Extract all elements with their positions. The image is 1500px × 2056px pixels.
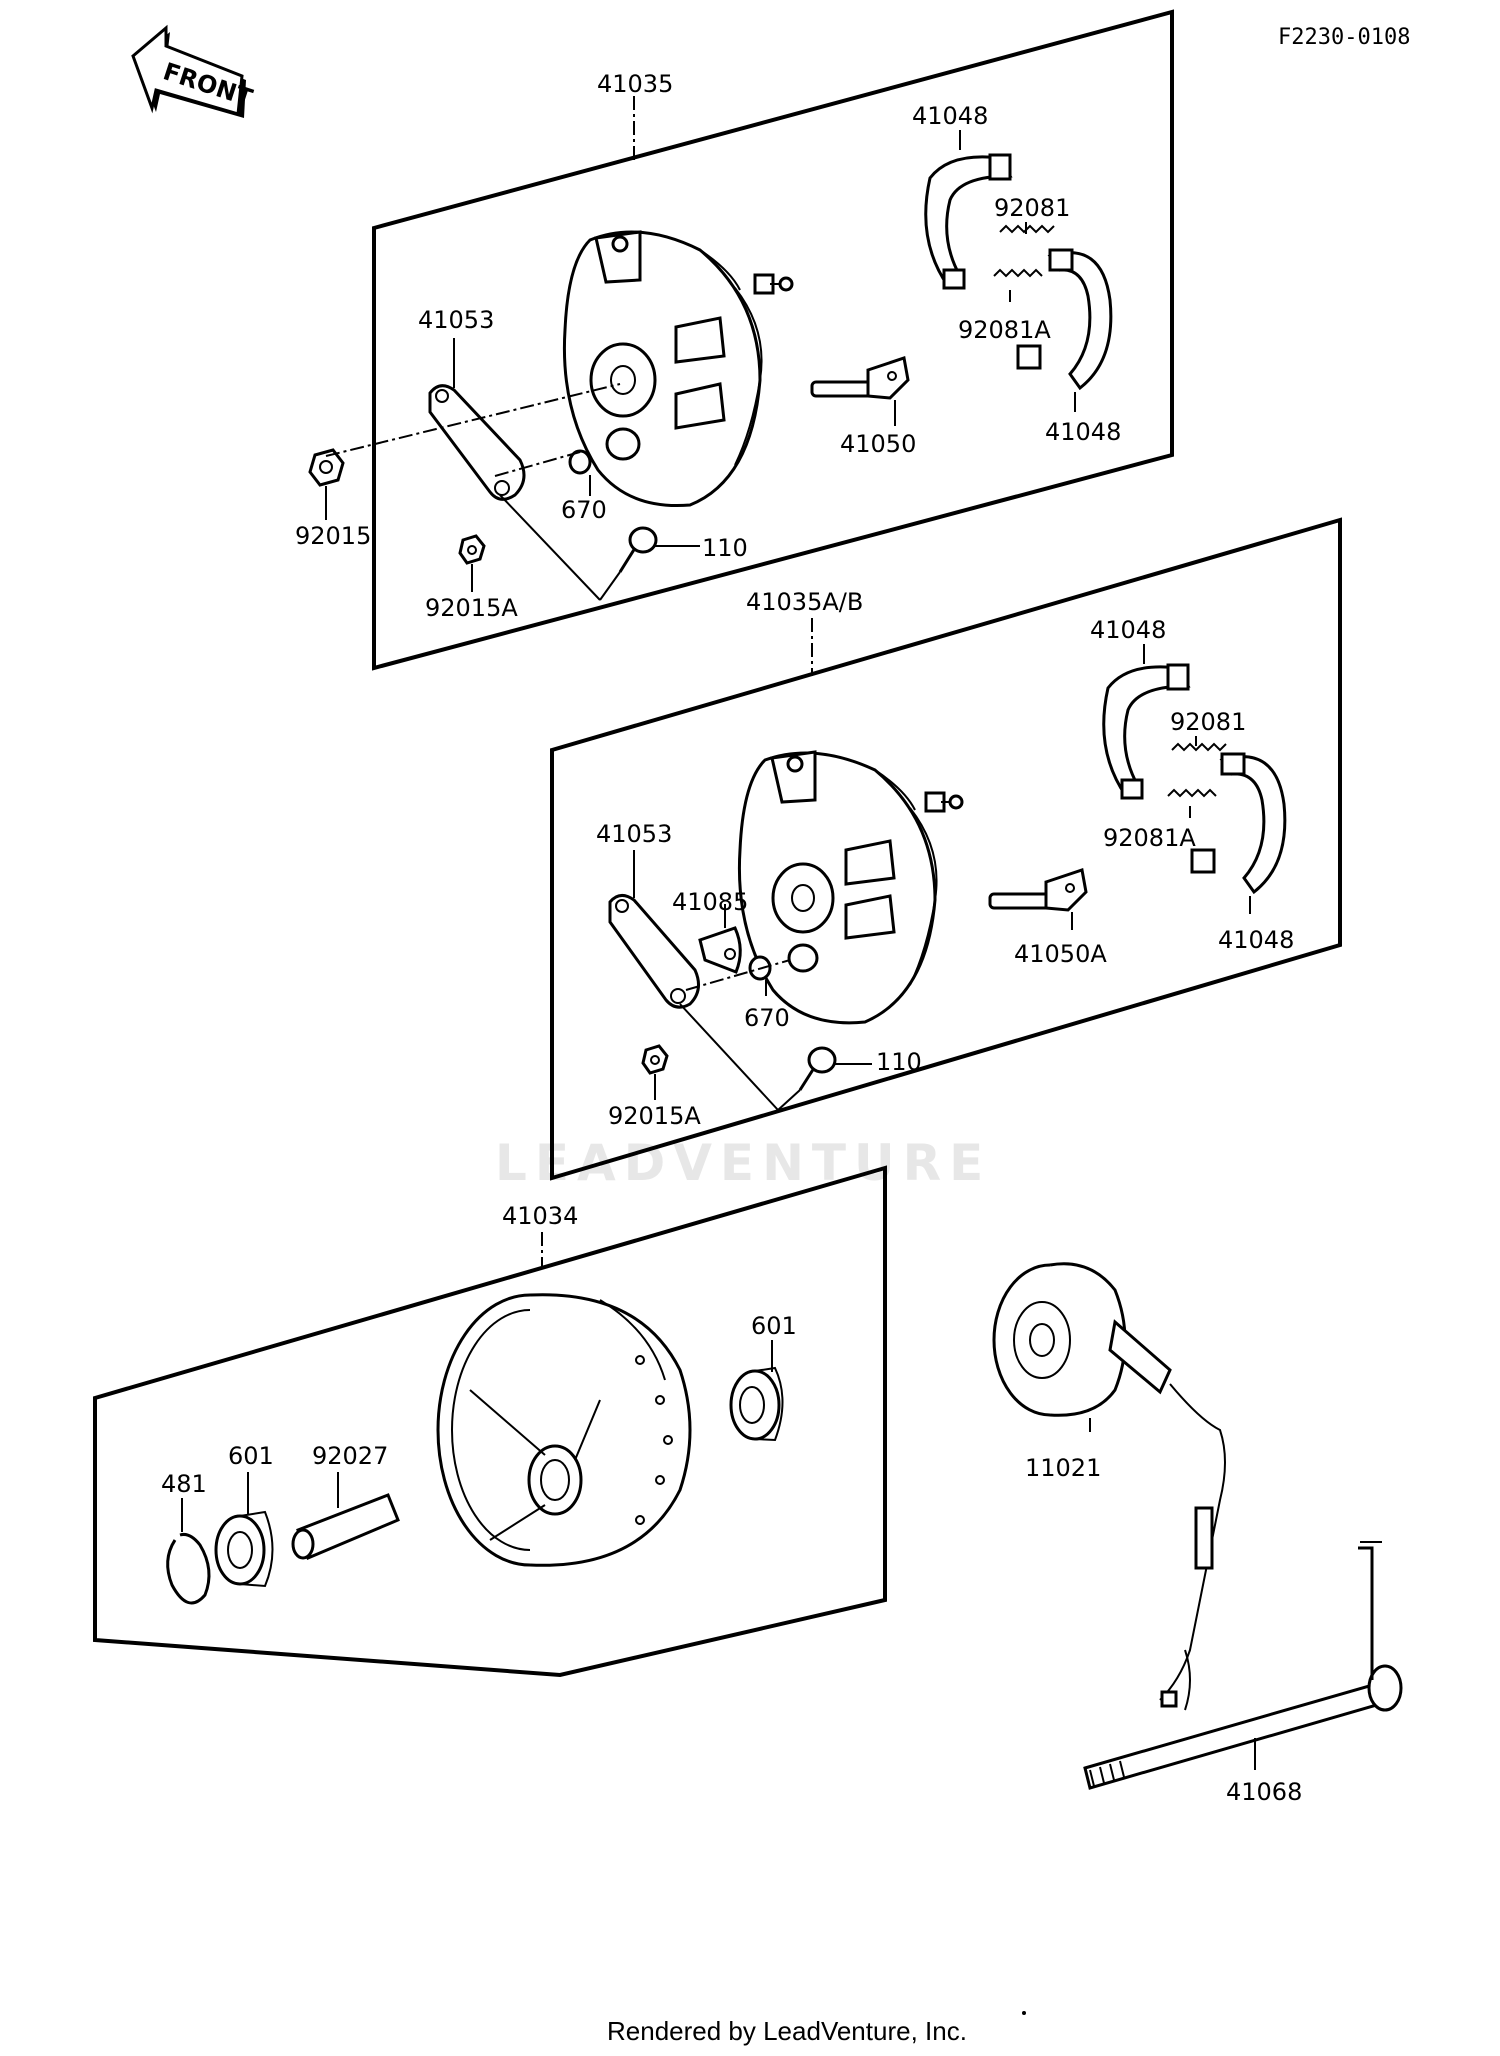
brake-cam-41050A-icon [988,868,1088,912]
label-92015A: 92015A [608,1102,701,1130]
label-92081: 92081 [1170,708,1246,736]
label-601-left: 601 [228,1442,274,1470]
wheel-hub-icon [436,1293,692,1567]
brake-panel-icon [562,230,794,508]
brake-shoe-bottom-icon [1016,248,1113,391]
axle-41068-icon [1083,1541,1403,1790]
hub-group-41034: 41034 [93,1165,887,1678]
label-110: 110 [876,1048,922,1076]
label-92081A: 92081A [958,316,1051,344]
seal-670-icon [568,449,592,475]
label-41050: 41050 [840,430,916,458]
brake-shoe-bottom-icon [1190,752,1287,895]
spring-92081A-icon [1167,788,1217,798]
brake-panel-icon [737,750,964,1025]
indicator-41085-icon [698,926,742,974]
brake-panel-group-41035: 41035 [295,9,1174,671]
label-670: 670 [744,1004,790,1032]
label-41068: 41068 [1226,1778,1302,1806]
brake-panel-group-41035AB: 41035A/B [550,517,1342,1181]
diagram-code: F2230-0108 [1278,25,1410,50]
spring-92081A-icon [993,268,1043,278]
brake-cam-41050-icon [810,356,910,400]
watermark: LEADVENTURE [495,1134,991,1192]
spacer-92027-icon [291,1493,400,1560]
label-92081: 92081 [994,194,1070,222]
brake-lever-icon [428,384,526,501]
label-41050A: 41050A [1014,940,1107,968]
label-670: 670 [561,496,607,524]
label-92015A: 92015A [425,594,518,622]
bearing-601-right-icon [729,1366,784,1442]
bolt-110-icon [618,526,658,573]
label-601-right: 601 [751,1312,797,1340]
label-41048-bottom: 41048 [1045,418,1121,446]
label-41035AB: 41035A/B [746,588,863,616]
label-41053: 41053 [596,820,672,848]
speedometer-gear-11021-icon [992,1262,1226,1711]
footer-credit: Rendered by LeadVenture, Inc. [607,2016,967,2046]
nut-92015-icon [308,448,345,487]
brake-shoe-top-icon [924,153,1013,290]
label-41034: 41034 [502,1202,578,1230]
label-481: 481 [161,1470,207,1498]
bearing-601-left-icon [214,1510,274,1588]
circlip-481-icon [166,1533,211,1605]
brake-lever-icon [608,894,701,1009]
label-41053: 41053 [418,306,494,334]
label-41085: 41085 [672,888,748,916]
label-92081A: 92081A [1103,824,1196,852]
nut-92015A-icon [458,534,486,565]
nut-92015A-icon [641,1044,669,1075]
label-41048-top: 41048 [1090,616,1166,644]
front-arrow-icon: FRONT [131,24,256,118]
label-11021: 11021 [1025,1454,1101,1482]
label-110: 110 [702,534,748,562]
label-41048-bottom: 41048 [1218,926,1294,954]
label-41048-top: 41048 [912,102,988,130]
spring-92081-icon [1171,742,1227,752]
label-41035: 41035 [597,70,673,98]
label-92015: 92015 [295,522,371,550]
label-92027: 92027 [312,1442,388,1470]
bolt-110-icon [798,1046,837,1091]
brake-shoe-top-icon [1102,663,1191,800]
